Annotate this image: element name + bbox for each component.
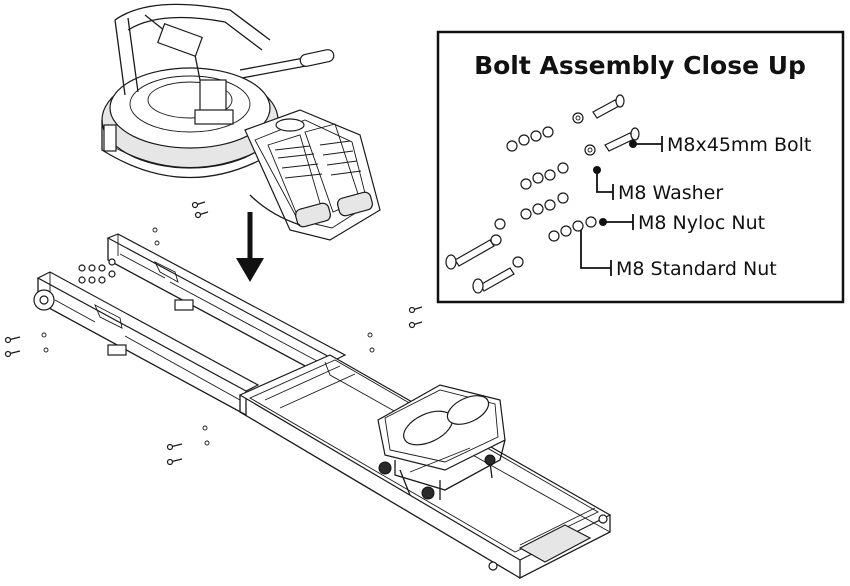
seat-assembly	[377, 384, 506, 500]
callout-washer: M8 Washer	[593, 166, 723, 204]
callout-bolt: M8x45mm Bolt	[629, 134, 811, 156]
loose-bolts	[4, 201, 423, 466]
rower-head-unit	[101, 3, 381, 241]
down-arrow-icon	[236, 212, 264, 282]
callout-label-nyloc: M8 Nyloc Nut	[638, 212, 765, 234]
callout-label-standard: M8 Standard Nut	[616, 258, 777, 280]
inset-parts	[445, 94, 640, 294]
callout-nyloc: M8 Nyloc Nut	[599, 212, 765, 234]
inset-title: Bolt Assembly Close Up	[474, 51, 806, 80]
callout-standard: M8 Standard Nut	[580, 230, 777, 280]
callout-label-bolt: M8x45mm Bolt	[667, 134, 811, 156]
callout-label-washer: M8 Washer	[618, 182, 723, 204]
bolt-closeup-inset: Bolt Assembly Close Up	[436, 30, 845, 304]
